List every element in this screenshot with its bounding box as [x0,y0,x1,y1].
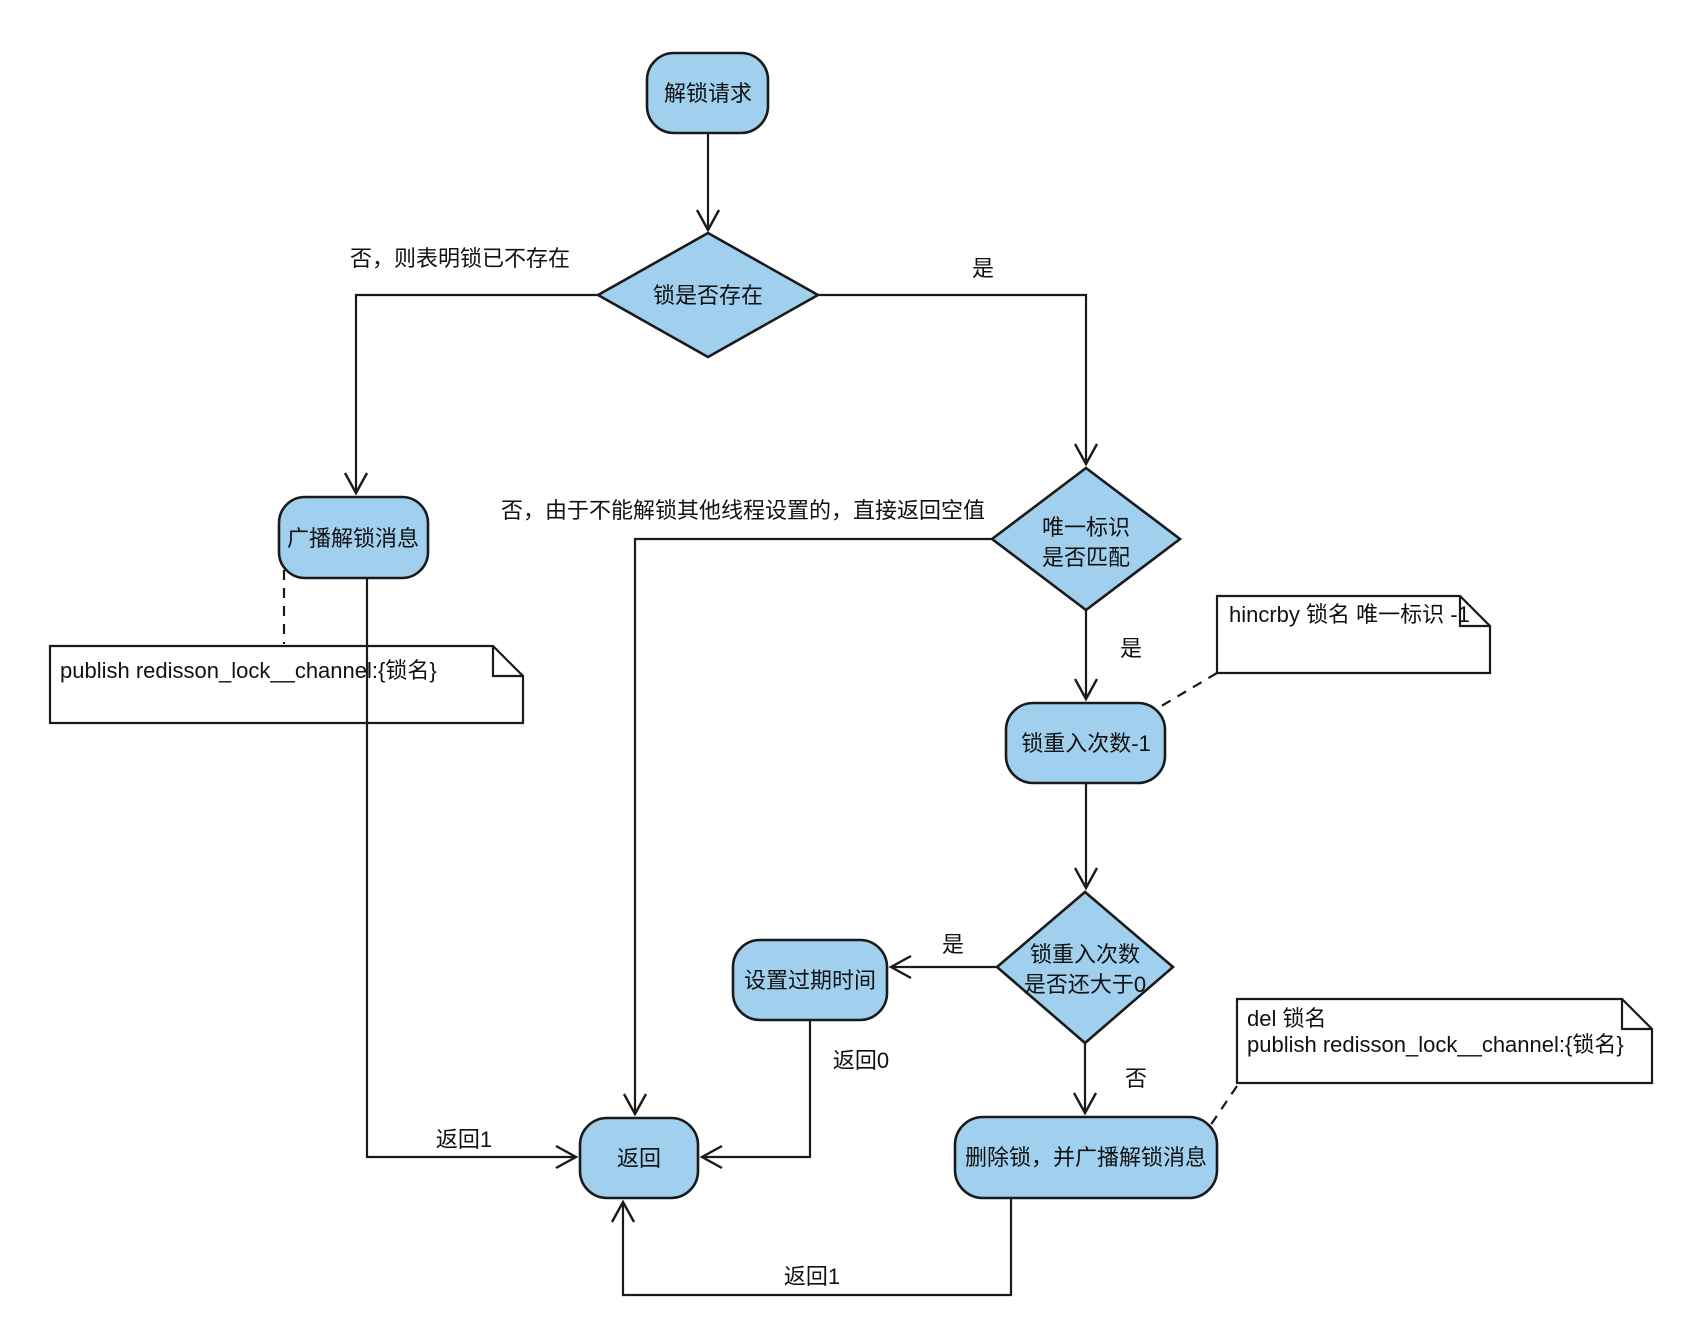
note-publish-fold [491,646,523,678]
node-id-match-label-line1: 唯一标识 [1042,515,1130,540]
node-id-match-label-line2: 是否匹配 [1042,545,1130,570]
edge-label-return1-left: 返回1 [436,1127,492,1152]
edge-label-yes-match: 是 [1120,636,1142,661]
note-del-text-line1: del 锁名 [1247,1006,1326,1031]
node-delete-lock: 删除锁，并广播解锁消息 [953,1115,1219,1200]
node-reentrant-decr-shape [1004,701,1167,785]
node-set-expire-label: 设置过期时间 [744,968,876,993]
note-hincrby: hincrby 锁名 唯一标识 -1 [1215,594,1492,675]
node-start: 解锁请求 [645,51,770,135]
edge-dashed-delnote-to-delete [1209,1085,1238,1127]
node-reentrant-gt0: 锁重入次数 是否还大于0 [995,890,1175,1045]
edge-lockexists-no-to-broadcast [343,293,598,496]
node-start-label: 解锁请求 [664,81,752,106]
node-start-shape [645,51,770,135]
node-return: 返回 [578,1116,700,1200]
node-lock-exists: 锁是否存在 [595,231,821,359]
note-publish-shape [48,644,525,725]
node-set-expire-shape [731,938,889,1022]
node-return-label: 返回 [617,1146,661,1171]
edge-expire-to-return [699,1020,812,1170]
node-reentrant-gt0-label-line1: 锁重入次数 [1030,942,1140,967]
note-del: del 锁名 publish redisson_lock__channel:{锁… [1235,997,1654,1085]
edge-labels: 否，则表明锁已不存在 是 否，由于不能解锁其他线程设置的，直接返回空值 是 是 … [350,246,1147,1289]
node-id-match-shape [989,466,1183,612]
note-hincrby-fold [1458,596,1490,628]
node-lock-exists-shape [595,231,821,359]
note-hincrby-shape [1215,594,1492,675]
node-delete-lock-label: 删除锁，并广播解锁消息 [965,1145,1207,1170]
edge-label-return0: 返回0 [833,1048,889,1073]
edge-idmatch-no-to-return [622,537,992,1117]
node-return-shape [578,1116,700,1200]
edge-label-return1-bottom: 返回1 [784,1264,840,1289]
edge-label-yes-gt0: 是 [942,932,964,957]
node-reentrant-gt0-label-line2: 是否还大于0 [1024,972,1146,997]
edge-lockexists-yes-to-idmatch [818,293,1099,467]
node-reentrant-gt0-shape [995,890,1175,1045]
edge-broadcast-to-return [365,578,579,1170]
edge-dashed-hincrbynote-to-decr [1157,672,1218,709]
node-broadcast: 广播解锁消息 [277,495,430,580]
edge-label-yes-exists: 是 [972,256,994,281]
note-del-text-line2: publish redisson_lock__channel:{锁名} [1247,1032,1624,1057]
node-broadcast-label: 广播解锁消息 [287,526,419,551]
note-publish-text: publish redisson_lock__channel:{锁名} [60,658,437,683]
edge-label-no-lock-gone: 否，则表明锁已不存在 [350,246,570,271]
edge-delete-to-return [610,1198,1013,1297]
node-broadcast-shape [277,495,430,580]
edge-label-no-le0: 否 [1125,1066,1147,1091]
note-del-shape [1235,997,1654,1085]
node-delete-lock-shape [953,1115,1219,1200]
note-del-fold [1620,999,1652,1031]
node-reentrant-decr-label: 锁重入次数-1 [1021,731,1151,756]
note-hincrby-text: hincrby 锁名 唯一标识 -1 [1229,602,1470,627]
node-reentrant-decr: 锁重入次数-1 [1004,701,1167,785]
node-id-match: 唯一标识 是否匹配 [989,466,1183,612]
edges [282,133,1238,1297]
node-lock-exists-label: 锁是否存在 [653,283,763,308]
note-publish: publish redisson_lock__channel:{锁名} [48,644,525,725]
node-set-expire: 设置过期时间 [731,938,889,1022]
edge-label-no-not-owner: 否，由于不能解锁其他线程设置的，直接返回空值 [501,498,985,523]
